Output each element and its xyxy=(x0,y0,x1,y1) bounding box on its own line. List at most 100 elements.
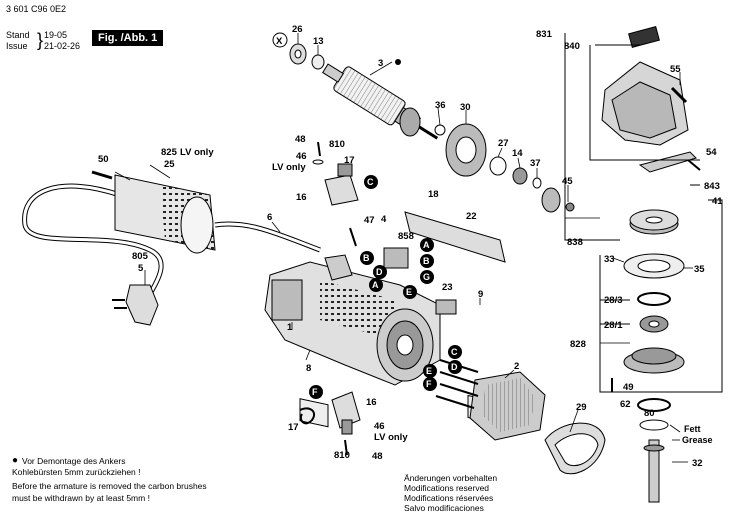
mod-note-1: Änderungen vorbehalten xyxy=(404,473,498,483)
marker-b-2: B xyxy=(363,253,370,263)
bullet-icon: ● xyxy=(12,455,19,466)
part-label-5: 5 xyxy=(138,263,144,274)
stator-guard-group xyxy=(435,359,606,475)
marker-e-1: E xyxy=(406,287,412,297)
figure-title: Fig. /Abb. 1 xyxy=(92,30,164,46)
part-label-22: 22 xyxy=(466,211,477,222)
grouping-brackets xyxy=(564,33,723,393)
part-label-33: 33 xyxy=(604,254,615,265)
part-label-48-top: 48 xyxy=(295,134,306,145)
part-label-47: 47 xyxy=(364,215,375,226)
part-label-2: 2 xyxy=(514,361,519,372)
part-label-858: 858 xyxy=(398,231,414,242)
part-label-27: 27 xyxy=(498,138,509,149)
marker-e-2: E xyxy=(426,366,432,376)
part-label-28-1: 28/1 xyxy=(604,320,623,331)
spring-843 xyxy=(638,151,697,173)
washer-36 xyxy=(434,124,446,136)
part-label-25: 25 xyxy=(164,159,175,170)
brush-holder-upper xyxy=(312,141,359,206)
mod-note-4: Salvo modificaciones xyxy=(404,503,484,513)
part-label-80: 80 xyxy=(644,408,655,419)
ring-62 xyxy=(637,398,671,412)
switch-rod-22 xyxy=(404,211,506,263)
marker-x: X xyxy=(276,36,283,47)
part-label-48-bottom: 48 xyxy=(372,451,383,462)
bearing-13 xyxy=(311,54,325,70)
stand-value: 19-05 xyxy=(44,30,68,40)
note-english-1: Before the armature is removed the carbo… xyxy=(12,481,207,491)
part-label-45: 45 xyxy=(562,176,573,187)
part-label-17-top: 17 xyxy=(344,155,355,166)
note-german-2: Kohlebürsten 5mm zurückziehen ! xyxy=(12,467,141,477)
lv-only-label-bottom: LV only xyxy=(374,432,408,443)
armature-3 xyxy=(322,63,439,140)
screw-54 xyxy=(687,159,701,171)
part-label-41: 41 xyxy=(712,196,723,207)
marker-a-2: A xyxy=(372,280,379,290)
part-label-62: 62 xyxy=(620,399,631,410)
cable-plug-group xyxy=(22,170,321,326)
part-label-36: 36 xyxy=(435,100,446,111)
part-label-54: 54 xyxy=(706,147,717,158)
part-label-29: 29 xyxy=(576,402,587,413)
nut-45 xyxy=(565,202,575,212)
gear-housing-group xyxy=(601,26,701,503)
switch-858 xyxy=(383,247,409,269)
marker-d-1: D xyxy=(376,267,383,277)
part-label-16-top: 16 xyxy=(296,192,307,203)
grease-label: Grease xyxy=(682,435,713,445)
marker-d-2: D xyxy=(451,362,458,372)
ring-28-3 xyxy=(637,292,671,306)
note-german-1: Vor Demontage des Ankers xyxy=(22,456,126,466)
marker-c-top: C xyxy=(367,177,374,187)
part-label-28-3: 28/3 xyxy=(604,295,623,306)
part-label-14: 14 xyxy=(512,148,523,159)
part-label-35: 35 xyxy=(694,264,705,275)
part-label-8: 8 xyxy=(306,363,311,374)
header-brace: } xyxy=(37,30,44,50)
part-label-825: 825 xyxy=(161,147,178,158)
part-label-838: 838 xyxy=(567,237,583,248)
part-label-18: 18 xyxy=(428,189,439,200)
note-english-2: must be withdrawn by at least 5mm ! xyxy=(12,493,150,503)
part-label-3: 3 xyxy=(378,58,383,69)
plug-5 xyxy=(125,284,159,326)
mod-note-3: Modifications réservées xyxy=(404,493,494,503)
part-label-828: 828 xyxy=(570,339,586,350)
washer-80 xyxy=(639,419,669,431)
leader-lines xyxy=(114,33,693,463)
part-label-1: 1 xyxy=(287,322,293,333)
brush-holder-lower xyxy=(299,391,361,456)
drawing-code: 3 601 C96 0E2 xyxy=(6,4,67,14)
bearing-14 xyxy=(512,167,528,185)
mod-note-2: Modifications reserved xyxy=(404,483,490,493)
ring-27 xyxy=(489,156,507,176)
assembly-markers: X C A B G B D A E C D E F F xyxy=(272,32,462,399)
part-label-843: 843 xyxy=(704,181,720,192)
spindle-32 xyxy=(648,439,660,503)
cable-clamp-4 xyxy=(324,254,353,281)
motor-housing-group xyxy=(264,211,506,428)
marker-g: G xyxy=(423,272,430,282)
part-label-55: 55 xyxy=(670,64,681,75)
screw-50 xyxy=(91,170,113,180)
lv-only-label-top: LV only xyxy=(272,162,306,173)
part-label-23: 23 xyxy=(442,282,453,293)
part-label-49: 49 xyxy=(623,382,634,393)
fan-gear xyxy=(399,107,421,137)
issue-value: 21-02-26 xyxy=(44,41,81,51)
part-label-13: 13 xyxy=(313,36,324,47)
fett-label: Fett xyxy=(684,424,701,434)
marker-f-1: F xyxy=(426,379,432,389)
part-label-32: 32 xyxy=(692,458,703,469)
pinion xyxy=(541,187,561,213)
part-label-6: 6 xyxy=(267,212,272,223)
cable-6 xyxy=(214,221,321,253)
lv-only-label-825: LV only xyxy=(180,147,214,158)
issue-label: Issue xyxy=(6,41,28,51)
part-label-16-bottom: 16 xyxy=(366,397,377,408)
switch-part-23 xyxy=(435,299,457,315)
armature-group xyxy=(289,43,575,213)
